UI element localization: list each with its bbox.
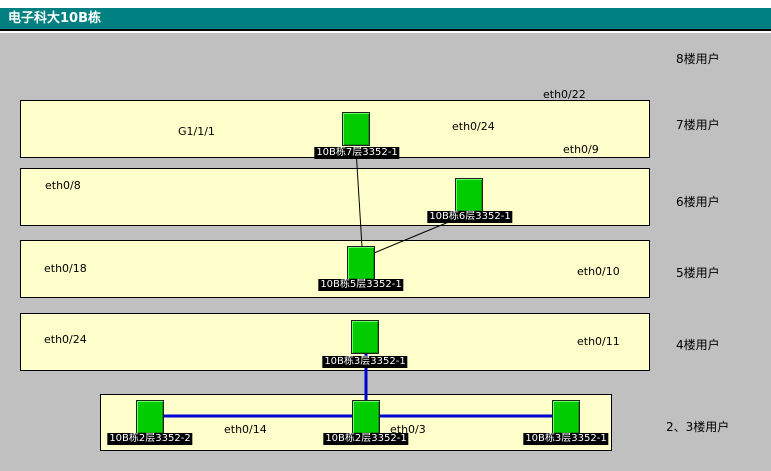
switch-label: 10B栋3层3352-1 xyxy=(322,356,408,368)
switch-node-6f[interactable] xyxy=(455,178,483,212)
port-label-eth0-22: eth0/22 xyxy=(543,88,586,101)
switch-node-2f-1[interactable] xyxy=(352,400,380,434)
port-label-eth0-18: eth0/18 xyxy=(44,262,87,275)
port-label-g1-1-1: G1/1/1 xyxy=(178,125,215,138)
switch-icon[interactable] xyxy=(136,400,164,434)
port-label-eth0-10: eth0/10 xyxy=(577,265,620,278)
switch-icon[interactable] xyxy=(351,320,379,354)
port-label-eth0-14: eth0/14 xyxy=(224,423,267,436)
port-label-eth0-3: eth0/3 xyxy=(390,423,426,436)
port-label-eth0-24-4f: eth0/24 xyxy=(44,333,87,346)
switch-label: 10B栋6层3352-1 xyxy=(427,211,513,223)
side-label-floor7: 7楼用户 xyxy=(676,118,720,132)
switch-node-5f[interactable] xyxy=(347,246,375,280)
switch-icon[interactable] xyxy=(352,400,380,434)
switch-label: 10B栋3层3352-1 xyxy=(523,433,609,445)
window-title: 电子科大10B栋 xyxy=(8,11,101,26)
switch-label: 10B栋5层3352-1 xyxy=(318,279,404,291)
side-label-floor8: 8楼用户 xyxy=(676,52,720,66)
switch-node-7f[interactable] xyxy=(342,112,370,146)
port-label-eth0-8: eth0/8 xyxy=(45,179,81,192)
switch-icon[interactable] xyxy=(552,400,580,434)
switch-label: 10B栋2层3352-2 xyxy=(107,433,193,445)
side-label-floor6: 6楼用户 xyxy=(676,195,720,209)
switch-icon[interactable] xyxy=(342,112,370,146)
floor-box-6f xyxy=(20,168,650,226)
window-title-bar: 电子科大10B栋 xyxy=(0,8,771,31)
switch-node-3f-1[interactable] xyxy=(552,400,580,434)
switch-node-4f[interactable] xyxy=(351,320,379,354)
side-label-floor4: 4楼用户 xyxy=(676,338,720,352)
switch-icon[interactable] xyxy=(347,246,375,280)
side-label-floor2-3: 2、3楼用户 xyxy=(666,420,730,434)
switch-label: 10B栋7层3352-1 xyxy=(314,147,400,159)
port-label-eth0-24-7f: eth0/24 xyxy=(452,120,495,133)
port-label-eth0-9: eth0/9 xyxy=(563,143,599,156)
switch-label: 10B栋2层3352-1 xyxy=(323,433,409,445)
switch-icon[interactable] xyxy=(455,178,483,212)
port-label-eth0-11: eth0/11 xyxy=(577,335,620,348)
switch-node-2f-2[interactable] xyxy=(136,400,164,434)
side-label-floor5: 5楼用户 xyxy=(676,266,720,280)
